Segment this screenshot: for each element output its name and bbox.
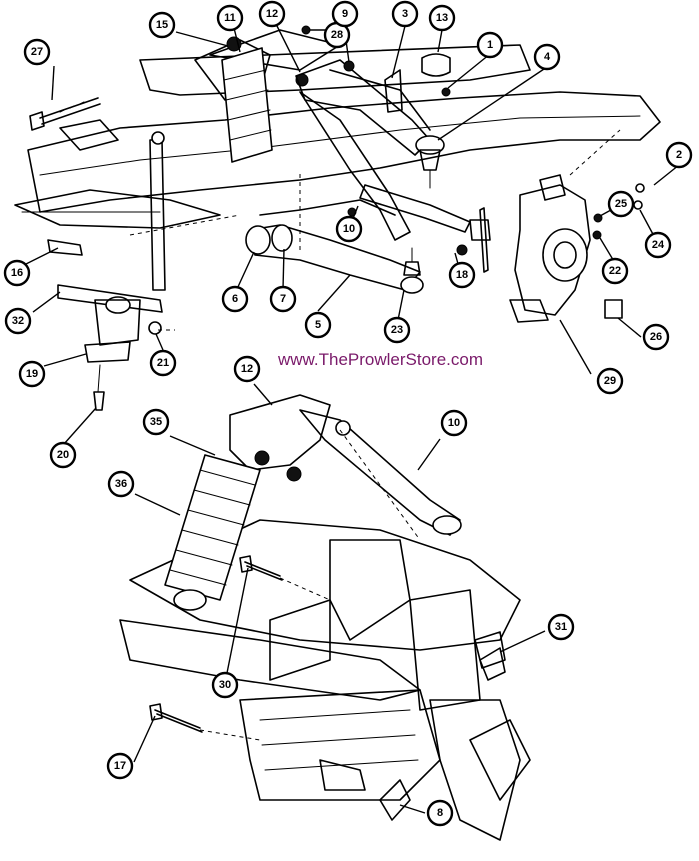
callout-35-label: 35: [150, 416, 162, 428]
callout-26: 26: [642, 323, 670, 351]
callout-4-label: 4: [544, 51, 551, 63]
callout-26-label: 26: [650, 331, 662, 343]
coil-spring-damper-lower: [164, 454, 261, 611]
upper-bolt-27: [29, 97, 101, 131]
callout-3-label: 3: [402, 8, 408, 20]
callout-21-label: 21: [157, 357, 169, 369]
callout-25: 25: [607, 190, 635, 218]
callout-20: 20: [49, 441, 77, 469]
callout-31-label: 31: [555, 621, 567, 633]
callout-27: 27: [23, 38, 51, 66]
callout-11-label: 11: [224, 12, 236, 24]
callout-10-lower: 10: [440, 409, 468, 437]
callout-22: 22: [601, 257, 629, 285]
callout-36-label: 36: [115, 478, 127, 490]
leader-lines: [23, 23, 680, 814]
callout-9-label: 9: [342, 8, 348, 20]
callout-7-label: 7: [280, 293, 286, 305]
callout-17: 17: [106, 752, 134, 780]
callout-27-label: 27: [31, 46, 43, 58]
lower-ball-joint: [400, 247, 424, 294]
watermark-url[interactable]: www.TheProwlerStore.com: [278, 350, 484, 369]
tie-rod: [359, 184, 491, 241]
callout-22-label: 22: [609, 265, 621, 277]
callout-1: 1: [476, 31, 504, 59]
callout-10-upper-label: 10: [343, 223, 355, 235]
callout-32-label: 32: [12, 315, 24, 327]
callout-6: 6: [221, 285, 249, 313]
callout-28-label: 28: [331, 29, 343, 41]
callout-30-label: 30: [219, 679, 231, 691]
callout-15: 15: [148, 11, 176, 39]
callout-5-label: 5: [315, 319, 321, 331]
callout-12-lower-label: 12: [241, 363, 253, 375]
lower-frame: [119, 519, 531, 841]
callout-31: 31: [547, 613, 575, 641]
callout-19-label: 19: [26, 368, 38, 380]
callout-13: 13: [428, 4, 456, 32]
callout-19: 19: [18, 360, 46, 388]
callout-11: 11: [216, 4, 244, 32]
callout-35: 35: [142, 408, 170, 436]
callout-8-label: 8: [437, 807, 443, 819]
callout-23-label: 23: [391, 324, 403, 336]
callout-36: 36: [107, 470, 135, 498]
callout-12-lower: 12: [233, 355, 261, 383]
callout-13-label: 13: [436, 12, 448, 24]
callout-10-upper: 10: [335, 215, 363, 243]
callout-29: 29: [596, 367, 624, 395]
callout-6-label: 6: [232, 293, 238, 305]
callout-18-label: 18: [456, 269, 468, 281]
callout-30: 30: [211, 671, 239, 699]
callout-16-label: 16: [11, 267, 23, 279]
lower-control-arm: [245, 199, 421, 291]
callout-12-upper: 12: [258, 0, 286, 28]
callout-24-label: 24: [652, 239, 665, 251]
callout-32: 32: [4, 307, 32, 335]
callout-5: 5: [304, 311, 332, 339]
upper-ball-joint: [415, 135, 445, 189]
upper-frame-rail: [14, 91, 661, 229]
callout-9: 9: [331, 0, 359, 28]
callout-18: 18: [448, 261, 476, 289]
callout-17-label: 17: [114, 760, 126, 772]
upper-dashed-lines: [129, 129, 621, 331]
callout-8: 8: [426, 799, 454, 827]
small-hardware-upper: [301, 25, 468, 256]
callout-10-lower-label: 10: [448, 417, 460, 429]
callout-24: 24: [644, 231, 672, 259]
callout-20-label: 20: [57, 449, 69, 461]
callout-2-label: 2: [676, 149, 682, 161]
callout-2: 2: [665, 141, 693, 169]
lower-upper-arm: [229, 394, 462, 536]
callout-3: 3: [391, 0, 419, 28]
callout-12-upper-label: 12: [266, 8, 278, 20]
callout-21: 21: [149, 349, 177, 377]
callout-16: 16: [3, 259, 31, 287]
callout-1-label: 1: [487, 39, 493, 51]
sway-bar-and-links: [47, 131, 166, 411]
callout-25-label: 25: [615, 198, 627, 210]
lower-bolts: [149, 555, 506, 733]
callout-4: 4: [533, 43, 561, 71]
steering-knuckle: [479, 174, 645, 323]
callout-23: 23: [383, 316, 411, 344]
callout-7: 7: [269, 285, 297, 313]
callout-29-label: 29: [604, 375, 616, 387]
lower-dashed-lines: [199, 429, 421, 741]
callout-15-label: 15: [156, 19, 168, 31]
